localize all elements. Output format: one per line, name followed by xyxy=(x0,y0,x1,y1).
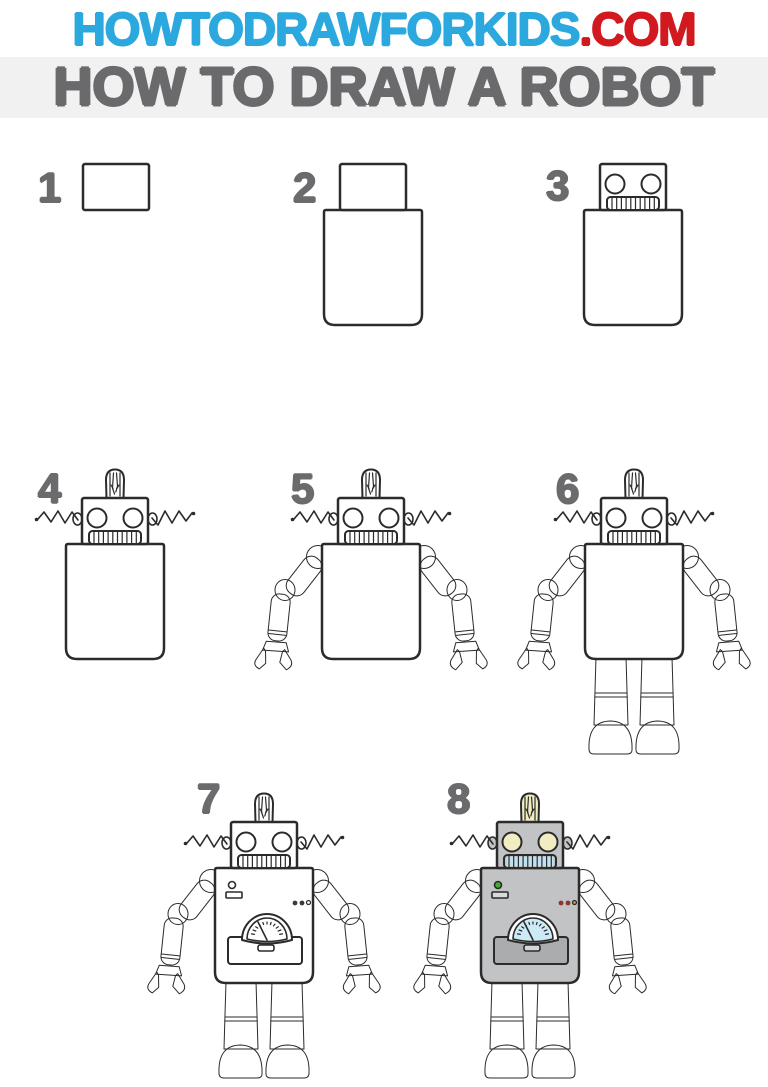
torso-part xyxy=(322,208,424,327)
step-number: 5 xyxy=(291,465,315,512)
robot-drawing xyxy=(81,162,151,212)
face-part xyxy=(605,507,663,545)
bulb-part xyxy=(520,792,540,824)
robot-drawing xyxy=(34,468,196,661)
step-6-cell: 6 xyxy=(504,466,764,758)
drawer-handle xyxy=(523,944,541,952)
panel-details-part xyxy=(225,880,312,965)
antennae-part xyxy=(34,510,196,526)
robot-drawing xyxy=(253,468,489,672)
step-3-cell: 3 xyxy=(503,132,763,424)
torso-part xyxy=(320,542,422,661)
legs-part xyxy=(588,656,680,755)
bulb-part xyxy=(361,468,381,500)
step-number: 1 xyxy=(38,164,62,211)
step-number: 4 xyxy=(38,465,62,512)
site-tld-text: .COM xyxy=(579,3,696,55)
page-title: HOW TO DRAW A ROBOT xyxy=(53,57,715,117)
step-5-cell: 5 xyxy=(241,466,501,758)
torso-part xyxy=(583,542,685,661)
step-number: 2 xyxy=(293,164,317,211)
step-number: 8 xyxy=(447,775,471,822)
gauge-needle xyxy=(523,921,534,941)
robot-drawing xyxy=(146,792,382,1079)
robot-drawing xyxy=(582,162,684,327)
step-2-cell: 2 xyxy=(243,132,503,424)
robot-drawing xyxy=(516,468,752,755)
head-part xyxy=(81,162,151,212)
bulb-part xyxy=(254,792,274,824)
torso-part xyxy=(64,542,166,661)
step-4-cell: 4 xyxy=(0,466,245,758)
step-7-cell: 7 xyxy=(134,778,394,1082)
antennae-part xyxy=(183,834,345,850)
title-band: HOW TO DRAW A ROBOT xyxy=(0,57,768,118)
step-number: 3 xyxy=(546,162,570,209)
gauge-needle xyxy=(257,921,268,941)
face-part xyxy=(342,507,400,545)
bulb-part xyxy=(105,468,125,500)
step-8-cell: 8 xyxy=(400,778,660,1082)
legs-part xyxy=(484,980,576,1079)
step-number: 6 xyxy=(556,465,580,512)
face-part xyxy=(604,173,662,211)
antennae-part xyxy=(290,510,452,526)
robot-drawing xyxy=(412,792,648,1079)
face-part xyxy=(86,507,144,545)
step-number: 7 xyxy=(197,775,221,822)
face-part xyxy=(235,831,293,869)
site-logo[interactable]: HOWTODRAWFORKIDS.COM xyxy=(0,2,768,56)
site-name-text: HOWTODRAWFORKIDS xyxy=(72,3,580,55)
legs-part xyxy=(218,980,310,1079)
face-part xyxy=(501,831,559,869)
robot-drawing xyxy=(322,162,424,327)
panel-details-part xyxy=(491,880,578,965)
bulb-part xyxy=(624,468,644,500)
torso-part xyxy=(582,208,684,327)
gauge xyxy=(507,913,559,945)
step-1-cell: 1 xyxy=(0,132,246,424)
head-part xyxy=(338,162,408,212)
drawer-handle xyxy=(257,944,275,952)
gauge xyxy=(241,913,293,945)
